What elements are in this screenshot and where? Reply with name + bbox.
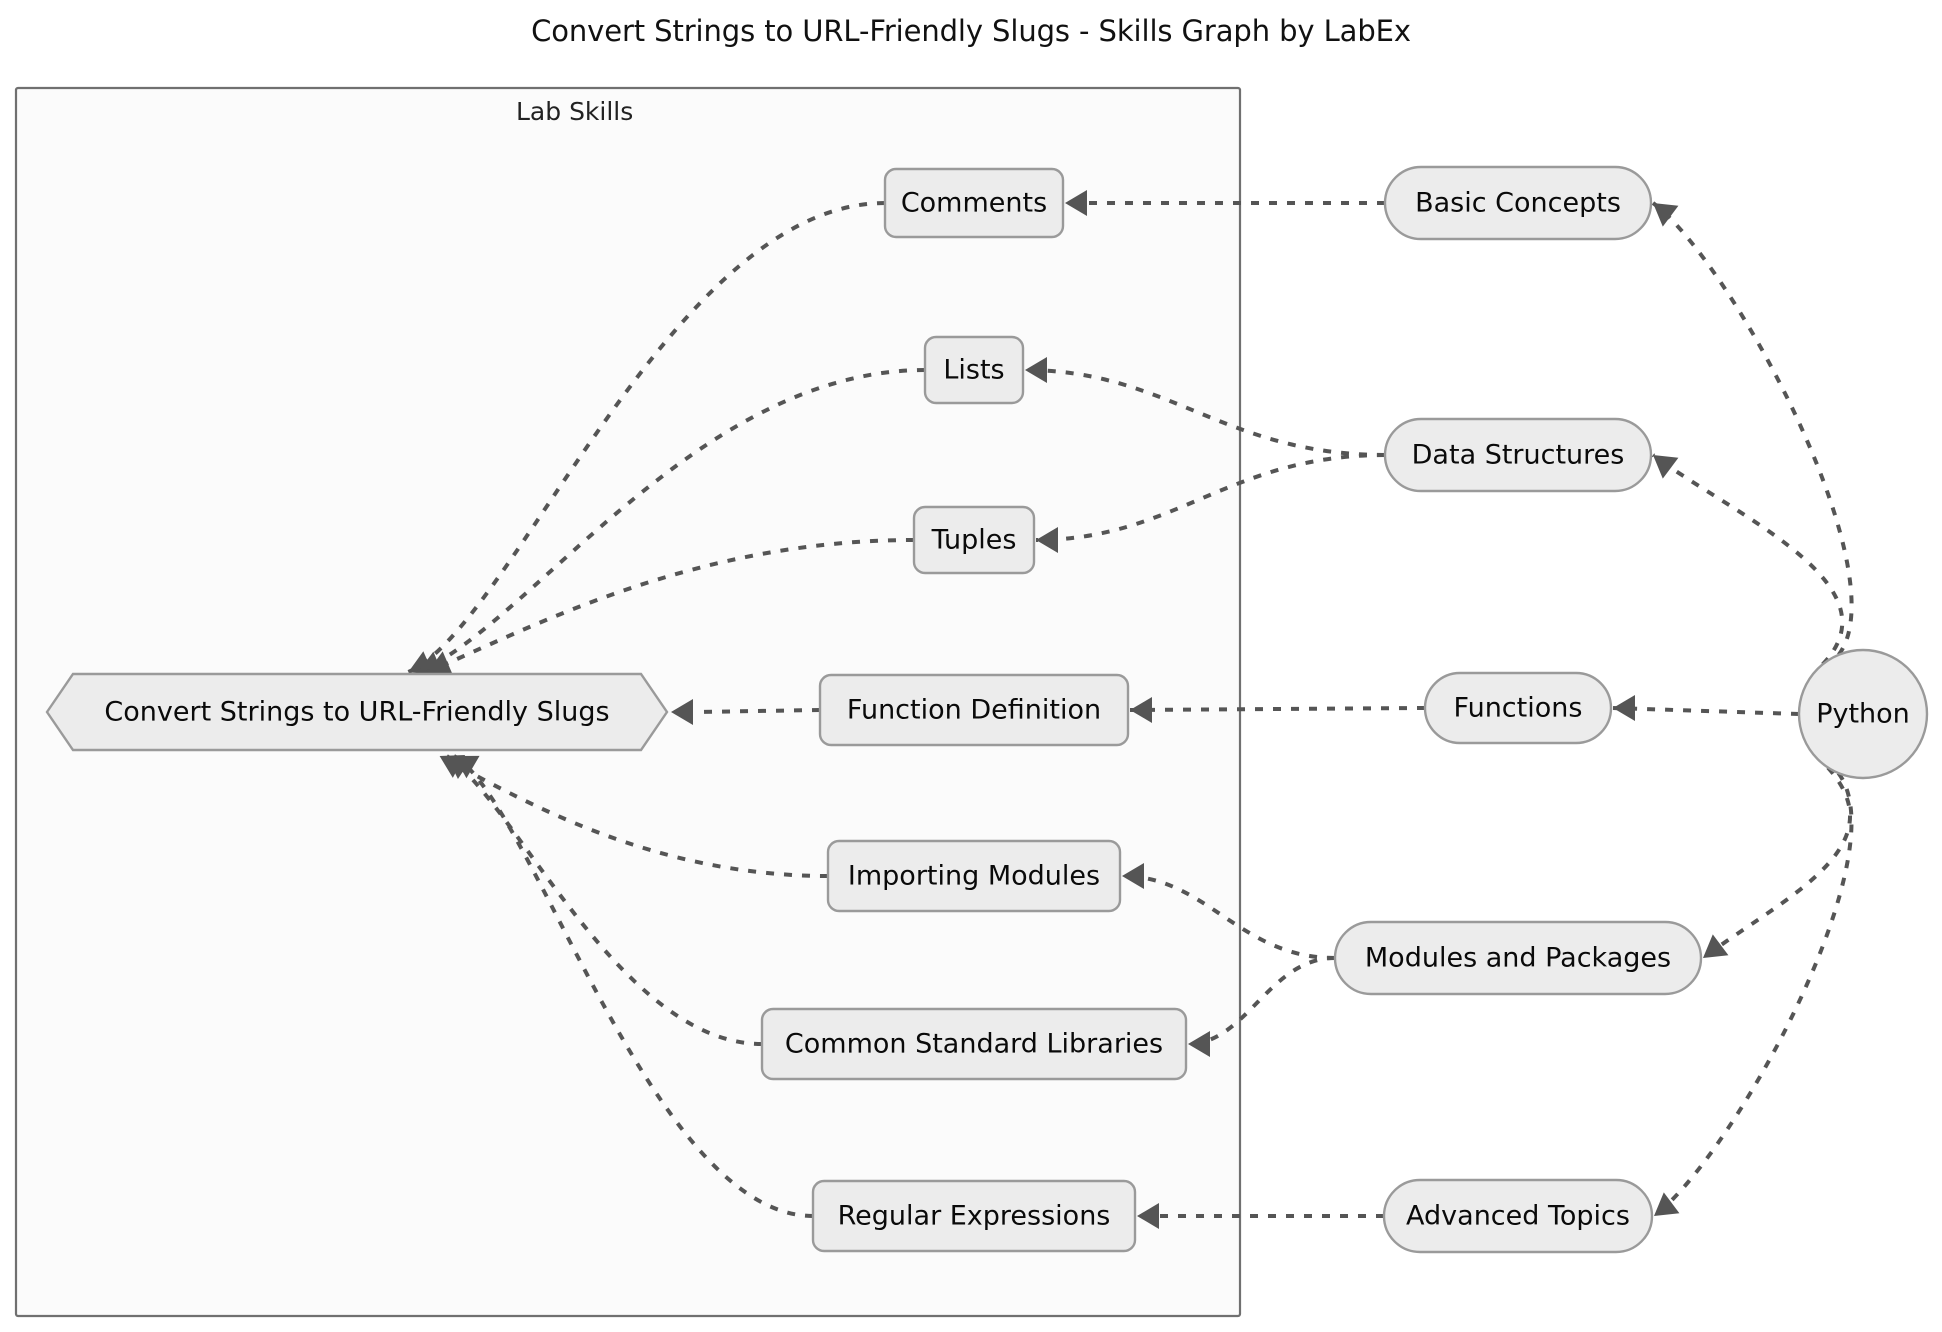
node-funcdef[interactable]: Function Definition bbox=[818, 673, 1130, 747]
edge-arrowhead bbox=[1188, 1031, 1210, 1057]
node-label-root: Convert Strings to URL-Friendly Slugs bbox=[104, 697, 609, 728]
node-shape-circle bbox=[1797, 648, 1929, 780]
node-shape-rounded bbox=[923, 335, 1025, 405]
node-label-funcdef: Function Definition bbox=[847, 695, 1101, 726]
node-python[interactable]: Python bbox=[1797, 648, 1929, 780]
edge-funcdef-to-root bbox=[694, 708, 821, 714]
edge-datastru-to-lists bbox=[1024, 368, 1386, 457]
node-comments[interactable]: Comments bbox=[883, 167, 1065, 239]
node-label-basic: Basic Concepts bbox=[1415, 188, 1621, 219]
edge-layer bbox=[407, 190, 1854, 1229]
edge-arrowhead bbox=[454, 755, 480, 779]
edge-tuples-to-root bbox=[426, 538, 915, 674]
node-shape-hexagon bbox=[45, 672, 669, 752]
node-shape-stadium bbox=[1333, 920, 1703, 996]
edge-modules-to-commonlib bbox=[1187, 956, 1336, 1046]
edge-functions-to-funcdef bbox=[1129, 706, 1426, 712]
node-shape-rounded bbox=[826, 839, 1122, 913]
edge-comments-to-root bbox=[407, 201, 886, 674]
edge-arrowhead bbox=[671, 699, 693, 725]
node-datastru[interactable]: Data Structures bbox=[1383, 417, 1653, 493]
node-label-importmod: Importing Modules bbox=[848, 861, 1100, 892]
node-functions[interactable]: Functions bbox=[1423, 671, 1613, 745]
edge-python-to-datastru bbox=[1651, 453, 1845, 666]
node-shape-stadium bbox=[1423, 671, 1613, 745]
node-shape-stadium bbox=[1383, 417, 1653, 493]
page-title: Convert Strings to URL-Friendly Slugs - … bbox=[531, 14, 1411, 48]
edge-python-to-basic bbox=[1651, 201, 1854, 657]
edge-python-to-advanced bbox=[1652, 771, 1854, 1218]
node-shape-rounded bbox=[818, 673, 1130, 747]
edge-arrowhead bbox=[1653, 455, 1679, 479]
node-shape-stadium bbox=[1382, 1178, 1654, 1254]
node-shape-rounded bbox=[883, 167, 1065, 239]
node-basic[interactable]: Basic Concepts bbox=[1383, 165, 1653, 241]
edge-arrowhead bbox=[1130, 697, 1152, 723]
node-label-regex: Regular Expressions bbox=[838, 1201, 1111, 1232]
node-label-comments: Comments bbox=[901, 188, 1047, 219]
edge-arrowhead bbox=[1036, 527, 1058, 553]
node-shape-stadium bbox=[1383, 165, 1653, 241]
node-layer: Convert Strings to URL-Friendly SlugsCom… bbox=[45, 165, 1929, 1254]
node-regex[interactable]: Regular Expressions bbox=[811, 1179, 1137, 1253]
node-label-datastru: Data Structures bbox=[1412, 440, 1625, 471]
node-tuples[interactable]: Tuples bbox=[912, 505, 1036, 575]
node-commonlib[interactable]: Common Standard Libraries bbox=[760, 1007, 1188, 1081]
edge-arrowhead bbox=[1654, 1192, 1680, 1216]
node-lists[interactable]: Lists bbox=[923, 335, 1025, 405]
node-shape-rounded bbox=[912, 505, 1036, 575]
node-advanced[interactable]: Advanced Topics bbox=[1382, 1178, 1654, 1254]
edge-arrowhead bbox=[1137, 1203, 1159, 1229]
cluster-label-lab-skills: Lab Skills bbox=[516, 97, 633, 126]
node-label-functions: Functions bbox=[1454, 693, 1583, 724]
node-label-python: Python bbox=[1816, 699, 1910, 730]
edge-regex-to-root bbox=[452, 754, 814, 1218]
node-label-tuples: Tuples bbox=[931, 525, 1017, 556]
edge-python-to-functions bbox=[1612, 706, 1800, 716]
node-label-lists: Lists bbox=[943, 355, 1004, 386]
edge-lists-to-root bbox=[417, 368, 926, 674]
node-label-commonlib: Common Standard Libraries bbox=[785, 1029, 1163, 1060]
node-label-advanced: Advanced Topics bbox=[1406, 1201, 1630, 1232]
node-importmod[interactable]: Importing Modules bbox=[826, 839, 1122, 913]
edge-modules-to-importmod bbox=[1121, 874, 1336, 960]
edge-commonlib-to-root bbox=[445, 754, 763, 1046]
node-root[interactable]: Convert Strings to URL-Friendly Slugs bbox=[45, 672, 669, 752]
node-modules[interactable]: Modules and Packages bbox=[1333, 920, 1703, 996]
edge-arrowhead bbox=[427, 651, 453, 676]
edge-datastru-to-tuples bbox=[1035, 453, 1386, 542]
edge-arrowhead bbox=[1703, 934, 1729, 958]
edge-arrowhead bbox=[1613, 695, 1635, 721]
edge-arrowhead bbox=[1025, 357, 1047, 383]
node-shape-rounded bbox=[811, 1179, 1137, 1253]
edge-arrowhead bbox=[1065, 190, 1087, 216]
node-label-modules: Modules and Packages bbox=[1365, 943, 1671, 974]
node-shape-rounded bbox=[760, 1007, 1188, 1081]
edge-arrowhead bbox=[1653, 203, 1679, 227]
edge-arrowhead bbox=[1122, 863, 1144, 889]
